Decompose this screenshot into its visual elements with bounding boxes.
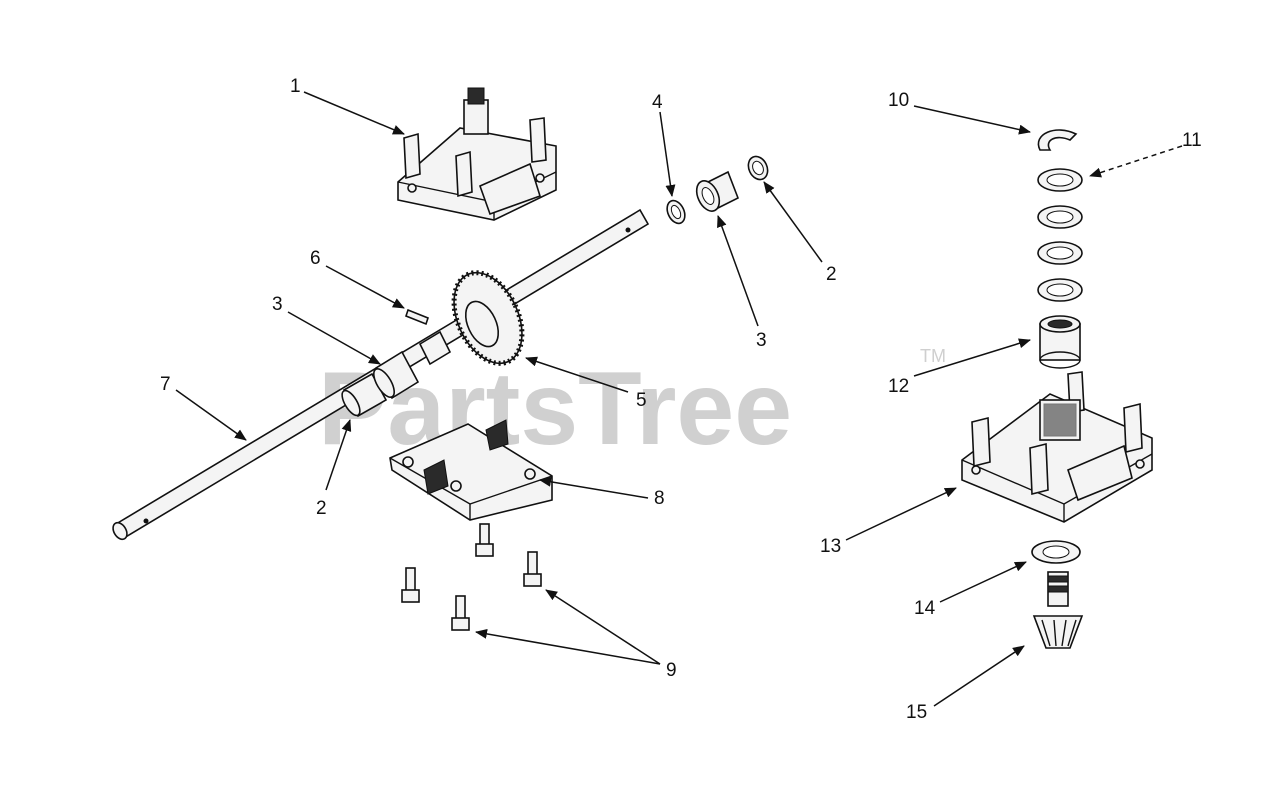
leader-11 bbox=[1089, 145, 1183, 178]
leader-9a bbox=[475, 628, 661, 665]
leader-7 bbox=[175, 389, 247, 441]
gear-housing bbox=[961, 371, 1153, 523]
upper-housing bbox=[397, 87, 557, 221]
washer-stack bbox=[1037, 168, 1083, 302]
callout-8: 8 bbox=[654, 488, 665, 509]
callout-7: 7 bbox=[160, 374, 171, 395]
leader-2-left bbox=[325, 419, 352, 491]
leader-5 bbox=[525, 356, 629, 393]
leader-1 bbox=[303, 91, 405, 135]
callout-4: 4 bbox=[652, 92, 663, 113]
leader-12 bbox=[913, 338, 1031, 377]
callout-13: 13 bbox=[820, 536, 841, 557]
leader-10 bbox=[913, 105, 1031, 135]
leader-3-right bbox=[717, 215, 759, 327]
pinion-gear bbox=[1032, 571, 1084, 649]
leader-2-right bbox=[763, 181, 823, 263]
bolt-1 bbox=[475, 523, 494, 557]
leader-15 bbox=[933, 645, 1025, 707]
callout-2-left: 2 bbox=[316, 498, 327, 519]
callout-labels: 1 4 2 3 6 3 5 7 2 8 9 10 11 12 13 14 15 bbox=[160, 76, 1202, 723]
callout-14: 14 bbox=[914, 598, 936, 619]
bolt-2 bbox=[523, 551, 542, 587]
callout-3-left: 3 bbox=[272, 294, 283, 315]
callout-10: 10 bbox=[888, 90, 909, 111]
pin bbox=[405, 308, 429, 326]
callout-11: 11 bbox=[1182, 130, 1202, 151]
e-clip bbox=[1037, 129, 1078, 151]
callout-5: 5 bbox=[636, 390, 647, 411]
callout-3-right: 3 bbox=[756, 330, 767, 351]
bolt-4 bbox=[451, 595, 470, 631]
leader-lines bbox=[175, 91, 1183, 707]
bolt-3 bbox=[401, 567, 420, 603]
lower-housing bbox=[389, 419, 553, 521]
bushing-right bbox=[695, 170, 740, 212]
leader-3-left bbox=[287, 311, 381, 365]
leader-14 bbox=[939, 561, 1027, 603]
bushing-collar-left bbox=[341, 372, 388, 418]
bevel-gear bbox=[451, 270, 525, 366]
ring-2 bbox=[747, 155, 769, 181]
leader-8 bbox=[539, 476, 649, 499]
leader-9b bbox=[545, 589, 661, 665]
callout-9: 9 bbox=[666, 660, 677, 681]
callout-6: 6 bbox=[310, 248, 321, 269]
callout-2-right: 2 bbox=[826, 264, 837, 285]
washer-14 bbox=[1031, 540, 1081, 564]
needle-bearing bbox=[1039, 315, 1081, 369]
leader-6 bbox=[325, 265, 405, 309]
leader-4 bbox=[659, 111, 676, 197]
callout-15: 15 bbox=[906, 702, 927, 723]
leader-13 bbox=[845, 487, 957, 541]
washer-4 bbox=[666, 199, 686, 225]
watermark-tm: TM bbox=[920, 346, 946, 366]
callout-12: 12 bbox=[888, 376, 909, 397]
callout-1: 1 bbox=[290, 76, 301, 97]
